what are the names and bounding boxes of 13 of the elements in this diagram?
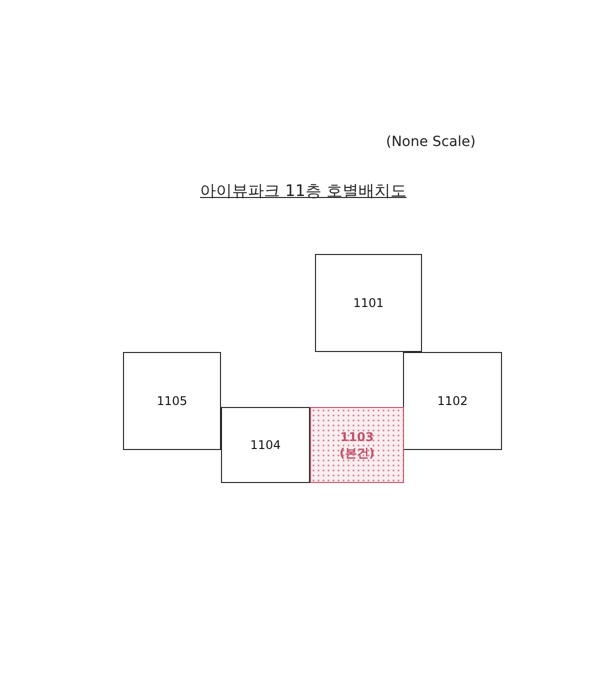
unit-number: 1105 [156, 393, 188, 409]
unit-room [403, 352, 502, 450]
unit-note: (본건) [340, 445, 374, 461]
unit-room [123, 352, 221, 450]
unit-room [310, 407, 404, 483]
unit-room [315, 254, 422, 352]
plan-title: 아이뷰파크 11층 호별배치도 [200, 181, 407, 202]
unit-number: 1102 [437, 393, 468, 409]
unit-number: 1103 [340, 429, 374, 445]
unit-room [221, 407, 310, 483]
scale-note: (None Scale) [386, 134, 476, 150]
unit-number: 1104 [250, 437, 281, 453]
unit-number: 1101 [353, 295, 384, 311]
